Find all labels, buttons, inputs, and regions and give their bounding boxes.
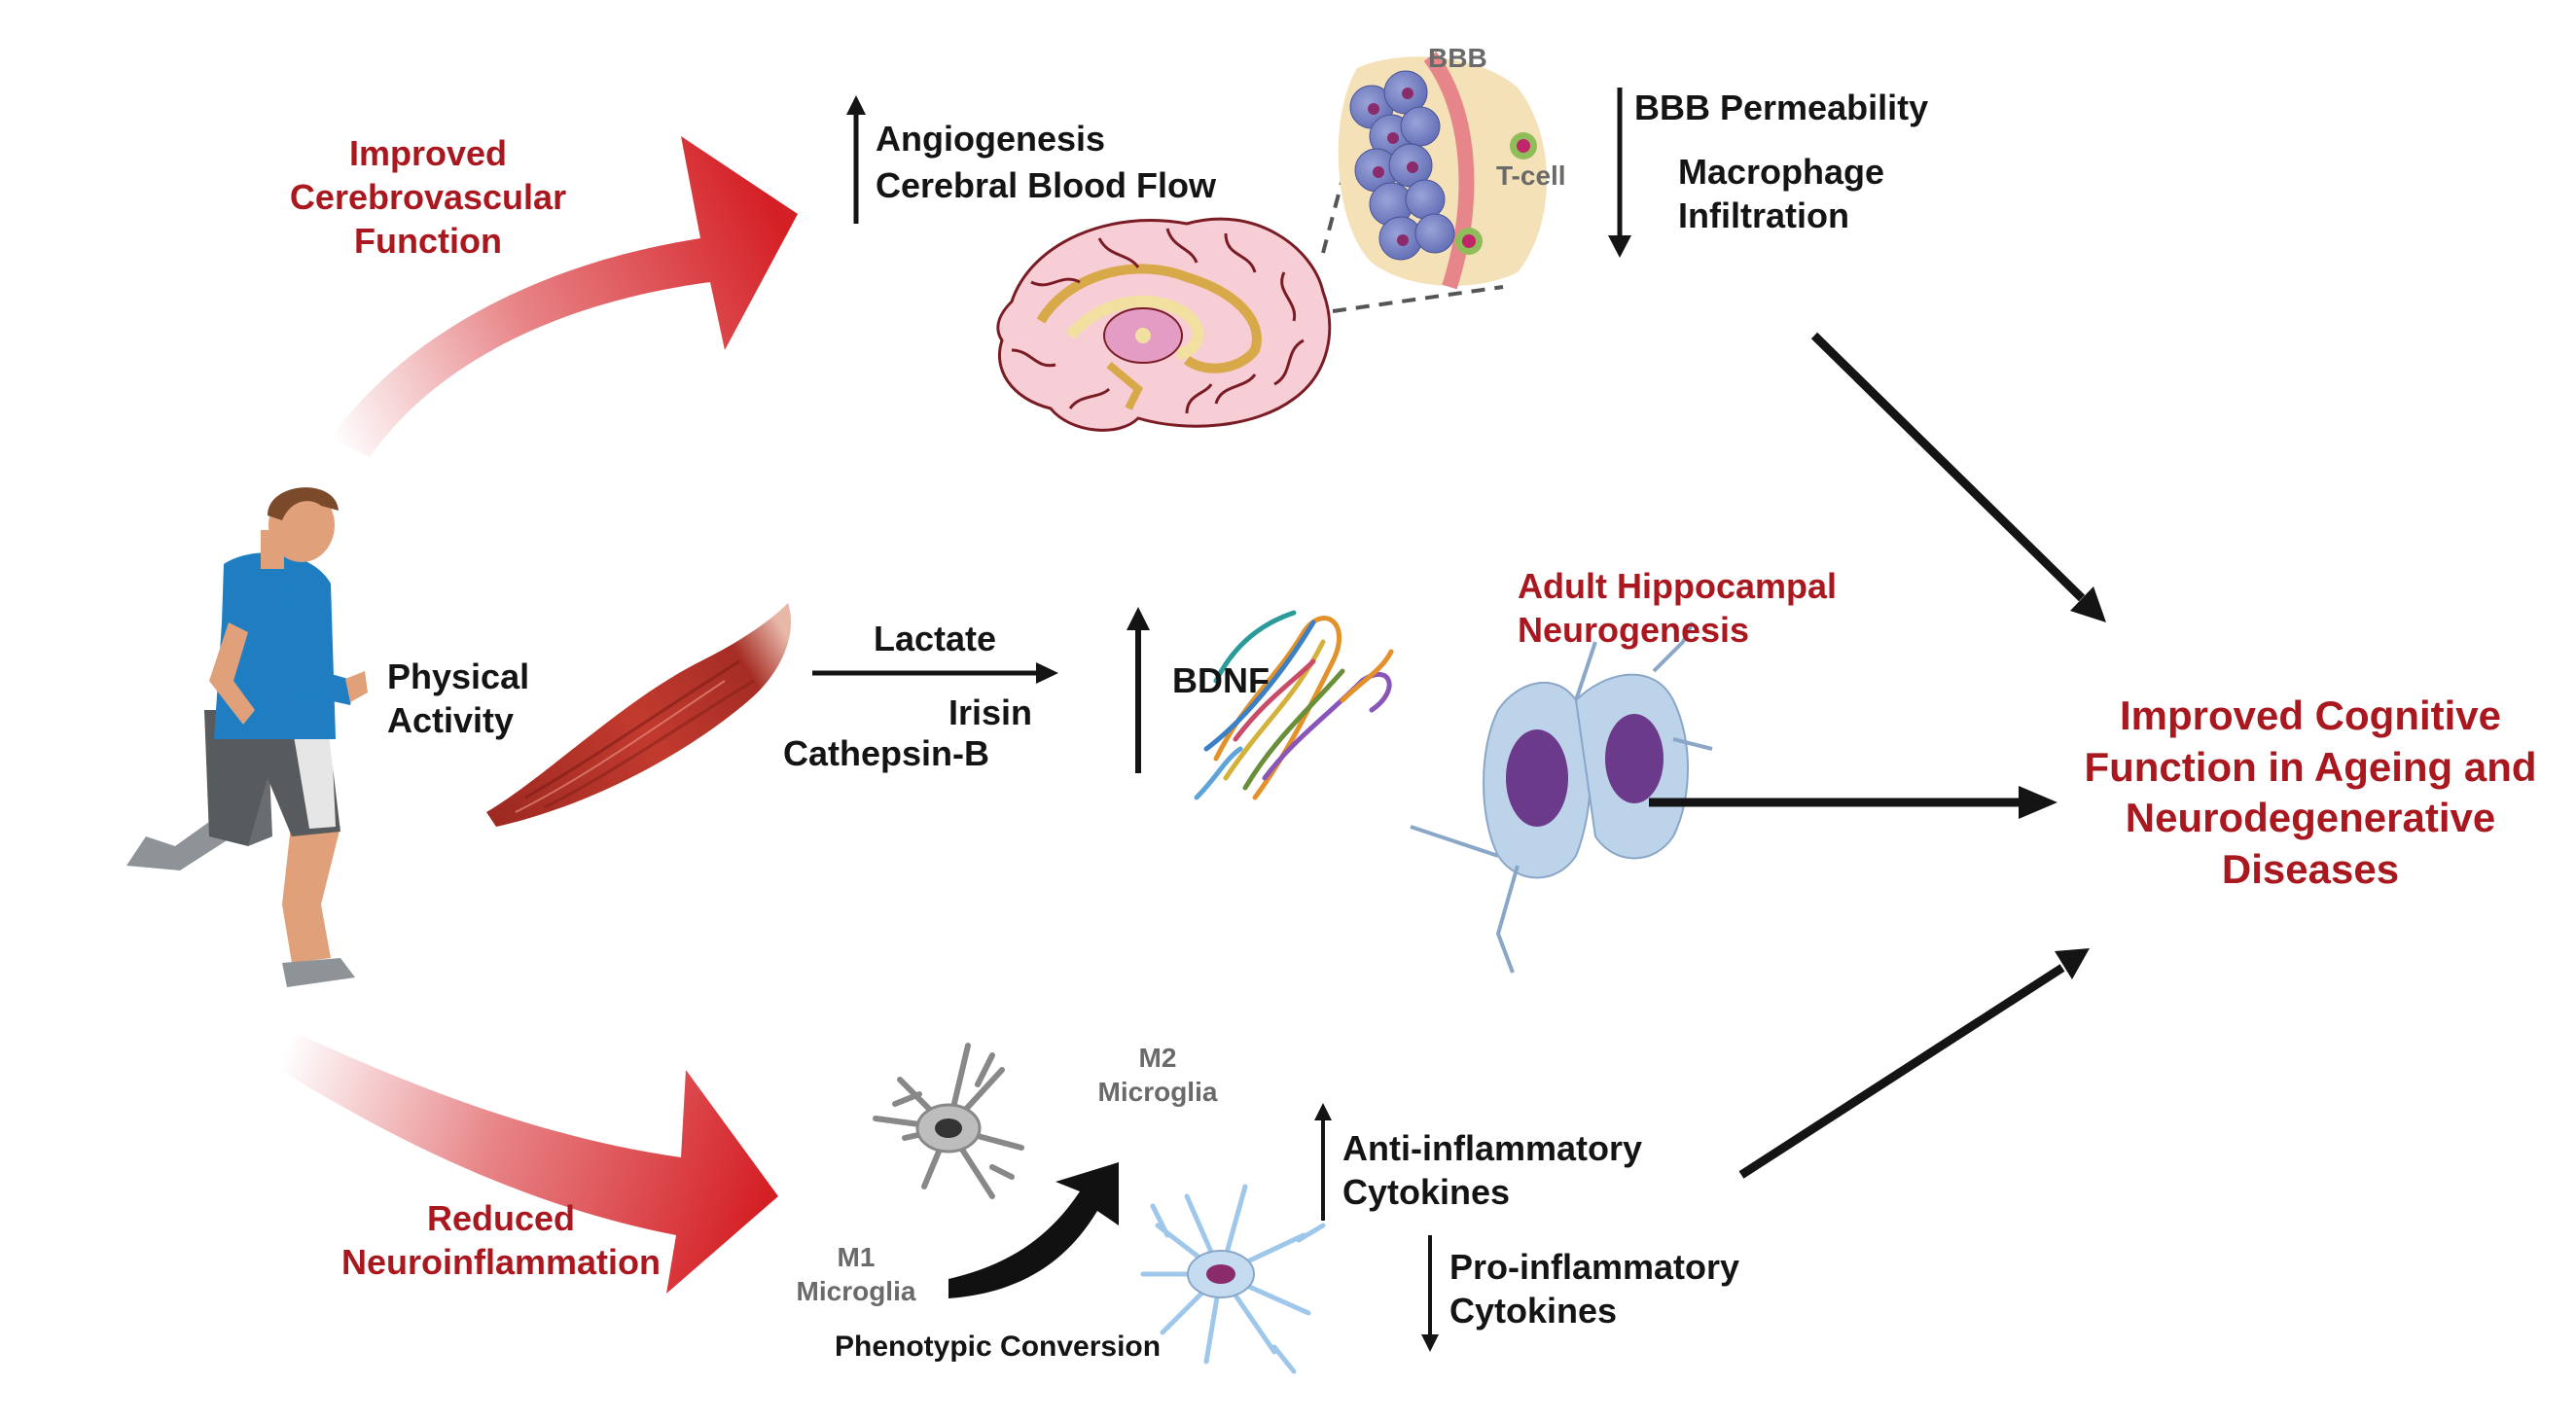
label-irisin: Irisin bbox=[948, 692, 1033, 732]
label-angiogenesis: Angiogenesis bbox=[876, 119, 1106, 159]
label-reduced-neuroinflammation: Reduced Neuroinflammation bbox=[340, 1198, 662, 1282]
red-arrow-neuroinflammation bbox=[272, 1031, 778, 1294]
label-m2-microglia: M2 Microglia bbox=[1097, 1043, 1218, 1107]
label-lactate: Lactate bbox=[874, 619, 997, 658]
label-phenotypic-conversion: Phenotypic Conversion bbox=[835, 1331, 1162, 1363]
label-t-cell: T-cell bbox=[1496, 160, 1566, 191]
label-macrophage-infiltration: Macrophage Infiltration bbox=[1678, 152, 1885, 235]
label-bbb: BBB bbox=[1428, 43, 1487, 73]
muscle-icon bbox=[486, 603, 792, 827]
runner-icon bbox=[126, 487, 368, 987]
label-physical-activity: Physical Activity bbox=[387, 657, 530, 740]
label-cerebral-blood-flow: Cerebral Blood Flow bbox=[876, 165, 1217, 205]
neuron-icon bbox=[1410, 621, 1713, 974]
black-arrows bbox=[812, 88, 2106, 1352]
red-arrow-cerebrovascular bbox=[331, 136, 798, 457]
label-cathepsin-b: Cathepsin-B bbox=[783, 733, 990, 773]
label-improved-cerebrovascular: Improved Cerebrovascular Function bbox=[289, 133, 567, 261]
label-adult-hippocampal-neurogenesis: Adult Hippocampal Neurogenesis bbox=[1518, 566, 1838, 650]
label-bbb-permeability: BBB Permeability bbox=[1634, 88, 1929, 127]
bdnf-protein-icon bbox=[1194, 610, 1394, 800]
label-pro-inflammatory: Pro-inflammatory Cytokines bbox=[1449, 1247, 1740, 1331]
conversion-arrow bbox=[948, 1162, 1119, 1298]
label-m1-microglia: M1 Microglia bbox=[796, 1242, 916, 1306]
label-improved-cognitive: Improved Cognitive Function in Ageing an… bbox=[2084, 692, 2537, 892]
bbb-inset-icon bbox=[1321, 52, 1547, 313]
label-anti-inflammatory: Anti-inflammatory Cytokines bbox=[1342, 1128, 1643, 1212]
label-bdnf: BDNF bbox=[1172, 660, 1270, 700]
brain-icon bbox=[996, 217, 1332, 432]
